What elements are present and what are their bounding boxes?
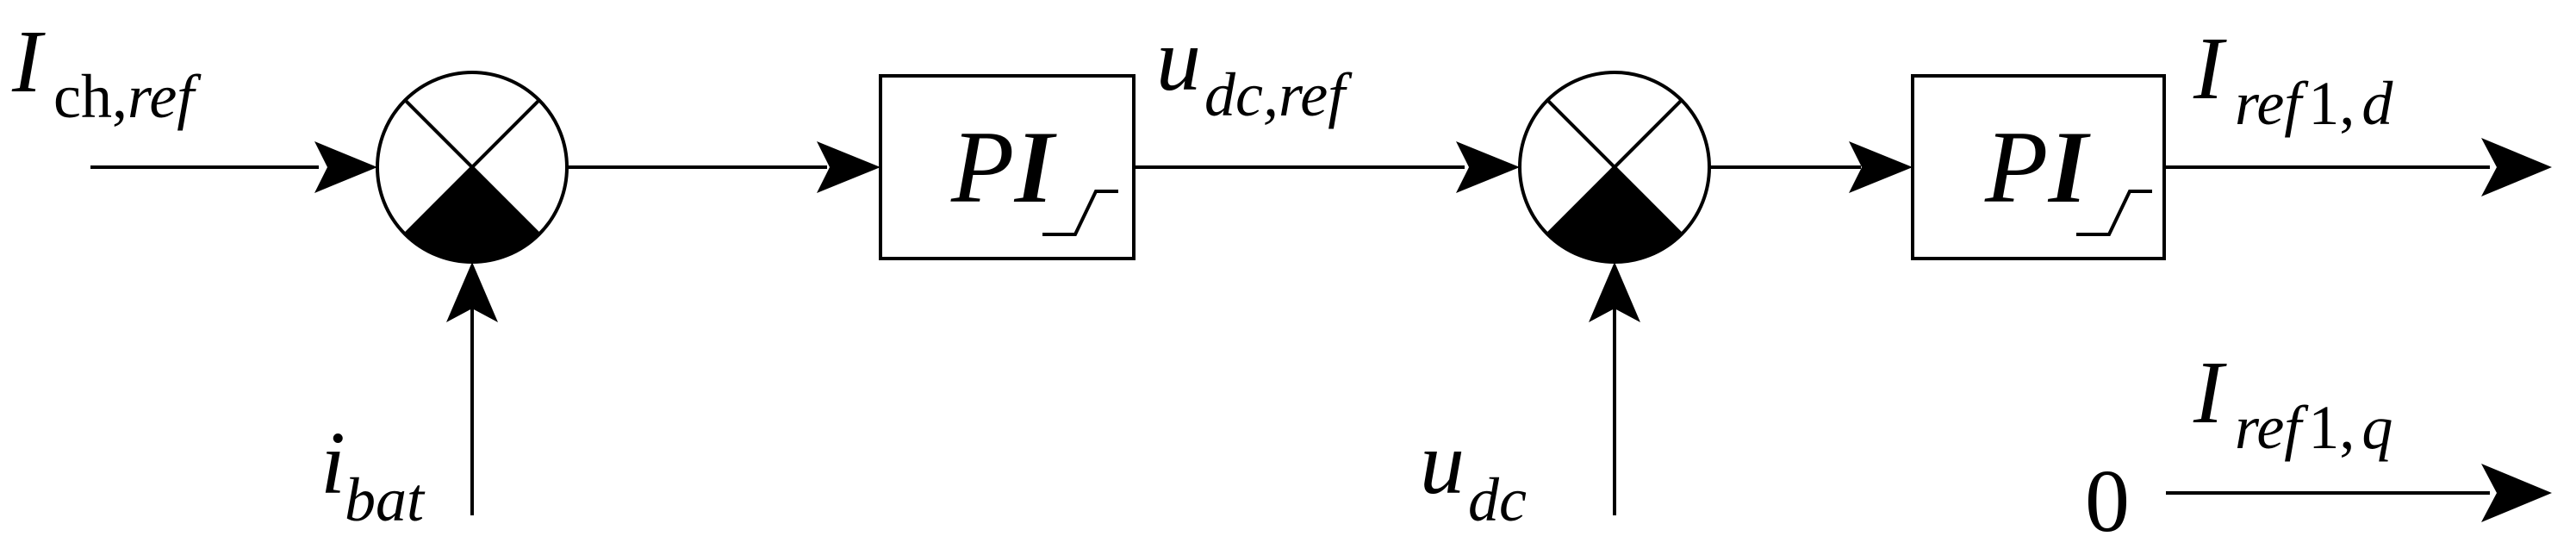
summer1-cross-b bbox=[403, 98, 541, 236]
pi2-i-letter: I bbox=[2051, 109, 2091, 224]
pi-controller-block-1: PI bbox=[879, 74, 1136, 260]
arrow-ibat-into-summer1 bbox=[446, 262, 498, 322]
pi-controller-block-2: PI bbox=[1911, 74, 2166, 260]
label-ibat-main: i bbox=[320, 414, 345, 513]
label-udc-ref-main: u bbox=[1156, 10, 1201, 109]
pi1-i-letter: I bbox=[1017, 109, 1057, 224]
label-ich-ref-sub: ch,ref bbox=[53, 62, 202, 131]
summing-junction-1 bbox=[376, 71, 569, 264]
arrow-into-summer2 bbox=[1456, 141, 1520, 193]
pi1-limiter-icon bbox=[1042, 190, 1118, 236]
pi2-limiter-icon bbox=[2076, 190, 2152, 236]
arrow-into-pi2 bbox=[1849, 141, 1913, 193]
label-iref1q-main: I bbox=[2193, 343, 2227, 442]
label-iref1d-main: I bbox=[2193, 19, 2227, 118]
summer2-negative-sector bbox=[1547, 167, 1682, 263]
arrow-output-q bbox=[2481, 464, 2552, 522]
label-ich-ref-main: I bbox=[11, 12, 46, 111]
summing-junction-2 bbox=[1518, 71, 1711, 264]
label-udc-main: u bbox=[1420, 414, 1465, 513]
arrow-into-summer1 bbox=[314, 141, 377, 193]
arrow-output-d bbox=[2481, 138, 2552, 196]
summer1-negative-sector bbox=[405, 167, 539, 263]
pi2-label: PI bbox=[1984, 109, 2087, 224]
arrow-into-pi1 bbox=[817, 141, 880, 193]
pi1-box bbox=[879, 74, 1136, 260]
arrow-udc-into-summer2 bbox=[1589, 262, 1640, 322]
label-udc-sub: dc bbox=[1468, 465, 1527, 534]
summer2-cross-b bbox=[1546, 98, 1683, 236]
label-ibat-sub: bat bbox=[345, 465, 426, 534]
pi1-label: PI bbox=[950, 109, 1053, 224]
label-zero-input: 0 bbox=[2085, 452, 2130, 551]
label-udc-ref-sub: dc,ref bbox=[1204, 60, 1353, 129]
